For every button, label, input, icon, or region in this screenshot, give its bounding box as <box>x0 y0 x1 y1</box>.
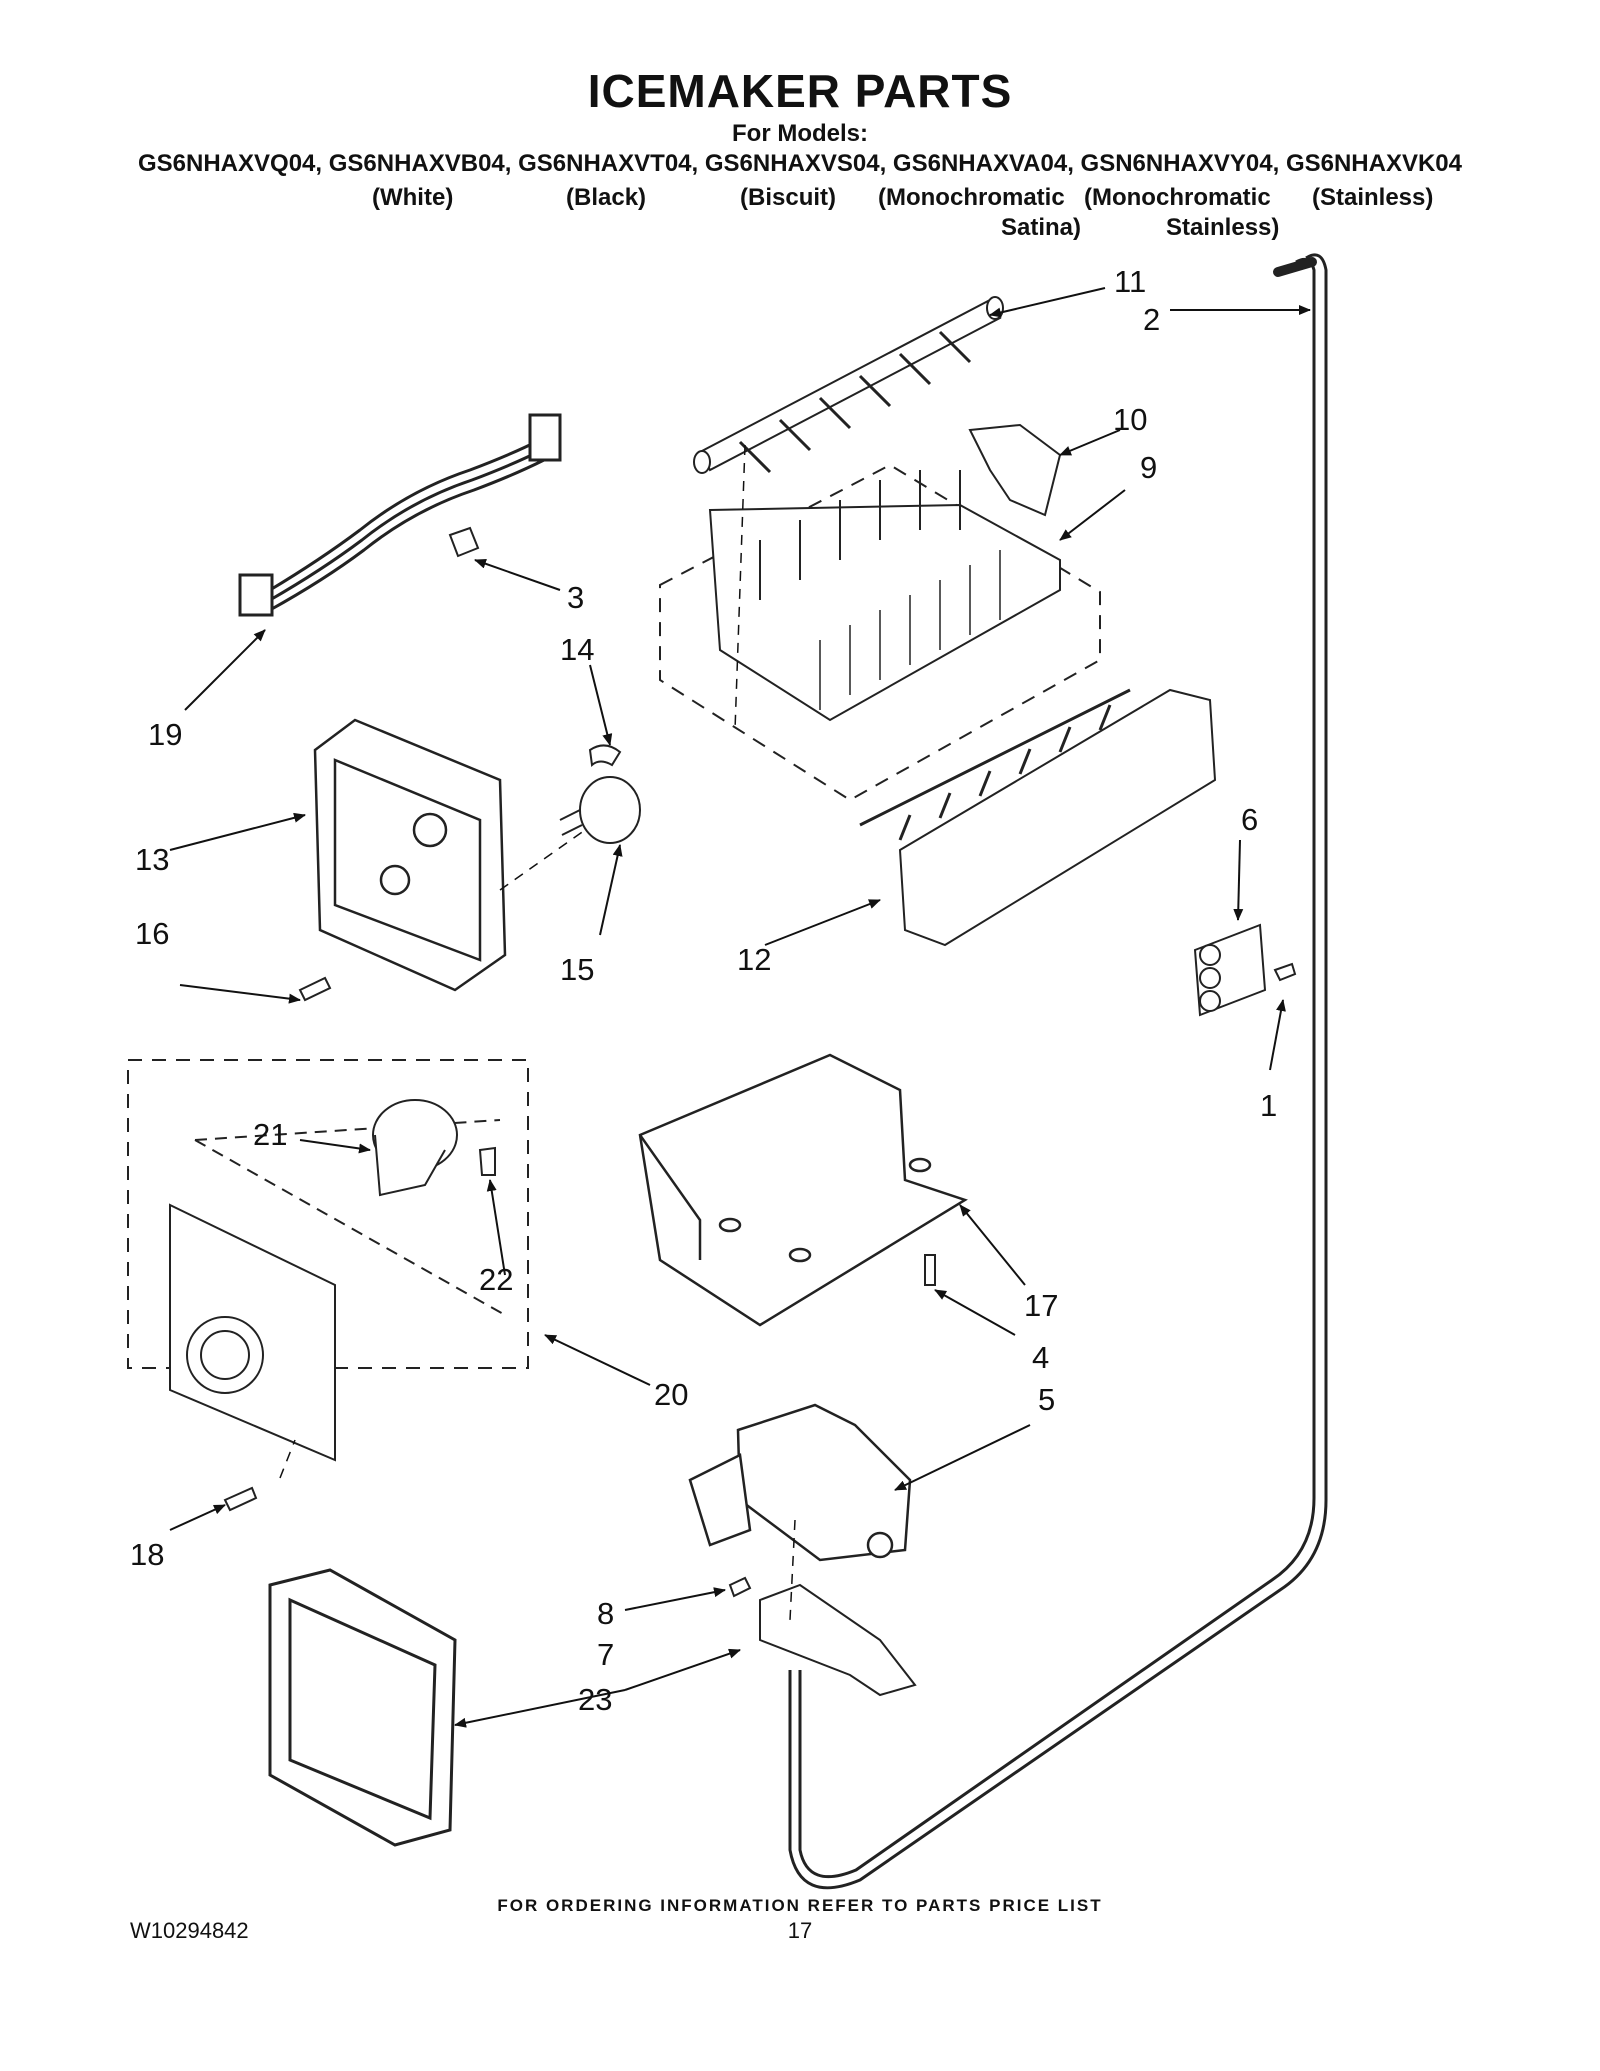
control-module-part <box>127 1059 529 1462</box>
water-valve-part <box>688 1403 912 1562</box>
finish-black: (Black) <box>566 184 647 211</box>
alignment-lines <box>279 444 796 1621</box>
callout-2: 2 <box>1143 302 1160 337</box>
callout-labels: 11 2 10 9 3 14 19 13 15 12 6 1 16 21 22 … <box>130 264 1277 1717</box>
callout-16: 16 <box>135 916 169 951</box>
wire-harness-part <box>238 413 562 617</box>
callout-23: 23 <box>578 1682 612 1717</box>
callout-13: 13 <box>135 842 169 877</box>
callout-14: 14 <box>560 632 594 667</box>
callout-6: 6 <box>1241 802 1258 837</box>
ice-bin-part <box>638 1053 968 1327</box>
for-models-label: For Models: <box>732 120 868 147</box>
finish-monochromatic-satina-line1: (Monochromatic <box>878 184 1065 211</box>
callout-22: 22 <box>479 1262 513 1297</box>
tube-clip-part <box>1193 923 1267 1017</box>
page-title: ICEMAKER PARTS <box>587 65 1013 117</box>
callout-15: 15 <box>560 952 594 987</box>
valve-bracket-part <box>759 1583 917 1697</box>
thermostat-clip-part <box>588 744 622 767</box>
page-number: 17 <box>787 1918 813 1943</box>
finish-biscuit: (Biscuit) <box>740 184 836 211</box>
ejector-part <box>693 296 1004 474</box>
model-numbers: GS6NHAXVQ04, GS6NHAXVB04, GS6NHAXVT04, G… <box>137 150 1463 177</box>
screw-part-16 <box>298 976 332 1002</box>
callout-1: 1 <box>1260 1088 1277 1123</box>
screw-part-1 <box>1273 962 1297 982</box>
callout-leaders <box>169 287 1311 1728</box>
finish-white: (White) <box>372 184 454 211</box>
front-cover-part <box>268 1568 457 1847</box>
screw-part-18 <box>223 1486 258 1512</box>
wire-clip-part <box>448 526 480 558</box>
motor-part <box>372 1099 458 1197</box>
fill-tube-part <box>788 253 1328 1890</box>
callout-17: 17 <box>1024 1288 1058 1323</box>
callout-11: 11 <box>1114 264 1146 299</box>
mold-part <box>659 463 1101 802</box>
finish-monochromatic-stainless-line2: Stainless) <box>1166 214 1280 241</box>
callout-12: 12 <box>737 942 771 977</box>
callout-20: 20 <box>654 1377 688 1412</box>
shut-off-arm-bracket-part <box>968 423 1062 517</box>
callout-21: 21 <box>253 1117 287 1152</box>
callout-7: 7 <box>597 1637 614 1672</box>
module-housing-part <box>313 718 507 992</box>
callout-19: 19 <box>148 717 182 752</box>
callout-8: 8 <box>597 1596 614 1631</box>
callout-5: 5 <box>1038 1382 1055 1417</box>
document-number: W10294842 <box>130 1918 249 1943</box>
callout-4: 4 <box>1032 1340 1049 1375</box>
callout-10: 10 <box>1113 402 1147 437</box>
finish-stainless: (Stainless) <box>1312 184 1434 211</box>
thermostat-part <box>559 776 641 844</box>
finish-monochromatic-stainless-line1: (Monochromatic <box>1084 184 1271 211</box>
callout-9: 9 <box>1140 450 1157 485</box>
screw-part-4 <box>924 1254 936 1286</box>
ordering-note: FOR ORDERING INFORMATION REFER TO PARTS … <box>497 1896 1103 1915</box>
screw-part-8 <box>728 1576 752 1598</box>
screw-part-22 <box>478 1146 496 1176</box>
callout-18: 18 <box>130 1537 164 1572</box>
stripper-part <box>859 688 1217 947</box>
callout-3: 3 <box>567 580 584 615</box>
finish-monochromatic-satina-line2: Satina) <box>1001 214 1082 241</box>
